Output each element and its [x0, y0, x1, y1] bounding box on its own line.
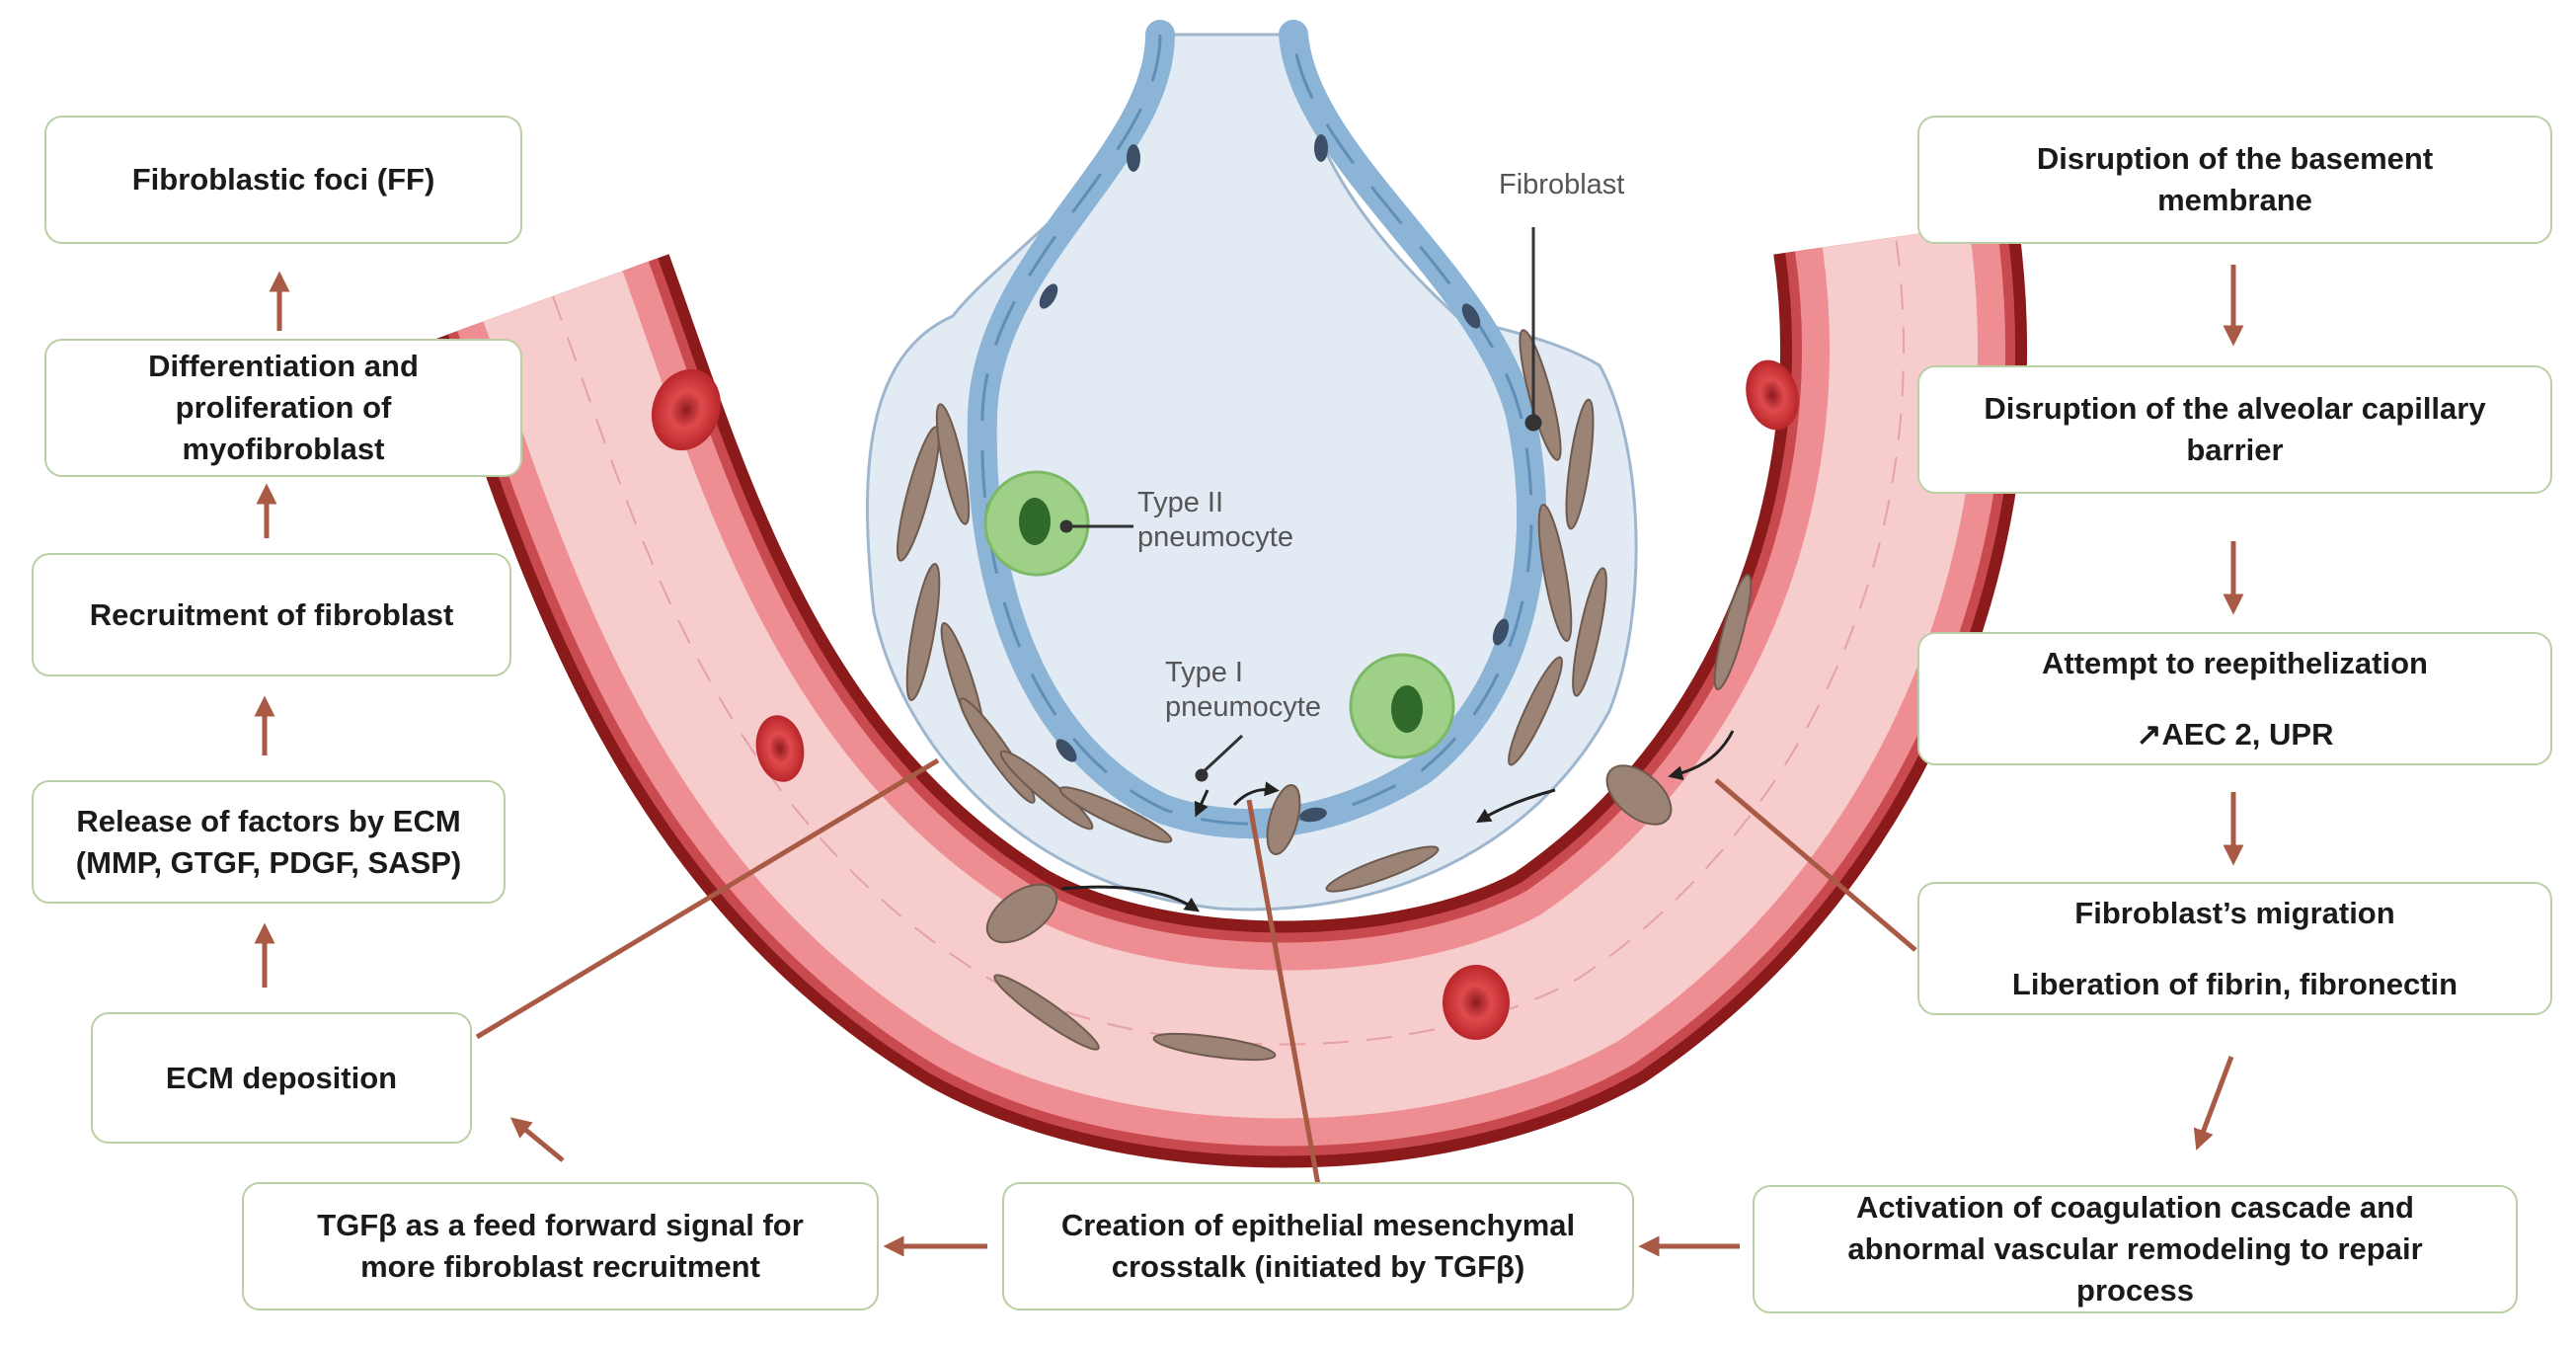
type-i-label-line1: Type I — [1165, 657, 1243, 688]
box-fibroblastic-foci: Fibroblastic foci (FF) — [44, 116, 522, 244]
type-ii-pneumocyte-label: Type II pneumocyte — [1137, 486, 1293, 555]
type-ii-label-line2: pneumocyte — [1137, 520, 1293, 553]
basement-line1: Disruption of the basement — [2036, 141, 2434, 177]
ecm-text: ECM deposition — [165, 1060, 398, 1095]
box-release-factors: Release of factors by ECM (MMP, GTGF, PD… — [32, 780, 506, 904]
alveolus — [865, 20, 1638, 912]
box-reepithelization: Attempt to reepithelization ↗AEC 2, UPR — [1917, 632, 2552, 765]
basement-line2: membrane — [2157, 183, 2312, 217]
tgf-line2: more fibroblast recruitment — [360, 1249, 760, 1284]
differentiation-line2: proliferation of — [175, 390, 392, 426]
red-blood-cells — [651, 359, 1799, 1040]
type-i-label-line2: pneumocyte — [1165, 690, 1321, 723]
release-line2: (MMP, GTGF, PDGF, SASP) — [75, 844, 462, 880]
crosstalk-pointer-line — [1246, 799, 1321, 1186]
reepithelization-sub: ↗AEC 2, UPR — [2136, 716, 2334, 752]
fibroblast-cells — [896, 329, 1753, 1062]
capillary-vessel — [436, 219, 2028, 1168]
migration-title: Fibroblast’s migration — [2074, 895, 2395, 930]
differentiation-line1: Differentiation and — [148, 349, 419, 384]
coagulation-line2: abnormal vascular remodeling to repair — [1847, 1231, 2423, 1267]
ecm-pointer-line — [475, 757, 940, 1040]
flow-arrows — [254, 265, 2244, 1257]
type-ii-pneumocyte-cells — [983, 470, 1455, 759]
arrow-to-ecm — [509, 1117, 565, 1162]
label-pointers — [1059, 227, 1542, 782]
crosstalk-line2: crosstalk (initiated by TGFβ) — [1111, 1249, 1525, 1284]
ff-text: Fibroblastic foci (FF) — [131, 162, 435, 198]
box-differentiation: Differentiation and proliferation of myo… — [44, 339, 522, 477]
reepithelization-title: Attempt to reepithelization — [2042, 645, 2428, 680]
coagulation-line3: process — [2076, 1272, 2194, 1308]
arrow-to-coagulation — [2193, 1056, 2234, 1150]
box-tgf-feed-forward: TGFβ as a feed forward signal for more f… — [242, 1182, 879, 1310]
coagulation-line1: Activation of coagulation cascade and — [1855, 1190, 2414, 1226]
migration-arrows — [1060, 730, 1735, 912]
differentiation-line3: myofibroblast — [182, 431, 385, 466]
release-line1: Release of factors by ECM — [76, 803, 461, 838]
type-ii-label-line1: Type II — [1137, 487, 1224, 518]
box-coagulation-cascade: Activation of coagulation cascade and ab… — [1753, 1185, 2518, 1313]
box-ecm-deposition: ECM deposition — [91, 1012, 472, 1144]
box-epithelial-crosstalk: Creation of epithelial mesenchymal cross… — [1002, 1182, 1634, 1310]
box-recruitment: Recruitment of fibroblast — [32, 553, 511, 676]
box-capillary-barrier: Disruption of the alveolar capillary bar… — [1917, 365, 2552, 494]
box-basement-membrane: Disruption of the basement membrane — [1917, 116, 2552, 244]
fibroblast-label: Fibroblast — [1499, 169, 1625, 200]
capillary-barrier-line1: Disruption of the alveolar capillary — [1984, 391, 2486, 427]
migration-sub: Liberation of fibrin, fibronectin — [2011, 966, 2459, 1001]
capillary-barrier-line2: barrier — [2186, 433, 2284, 467]
crosstalk-line1: Creation of epithelial mesenchymal — [1060, 1208, 1576, 1243]
tgf-line1: TGFβ as a feed forward signal for — [317, 1208, 804, 1243]
type-i-pneumocyte-label: Type I pneumocyte — [1165, 656, 1321, 725]
recruitment-text: Recruitment of fibroblast — [89, 596, 454, 632]
box-fibroblast-migration: Fibroblast’s migration Liberation of fib… — [1917, 882, 2552, 1015]
migration-pointer-line — [1714, 778, 1917, 952]
